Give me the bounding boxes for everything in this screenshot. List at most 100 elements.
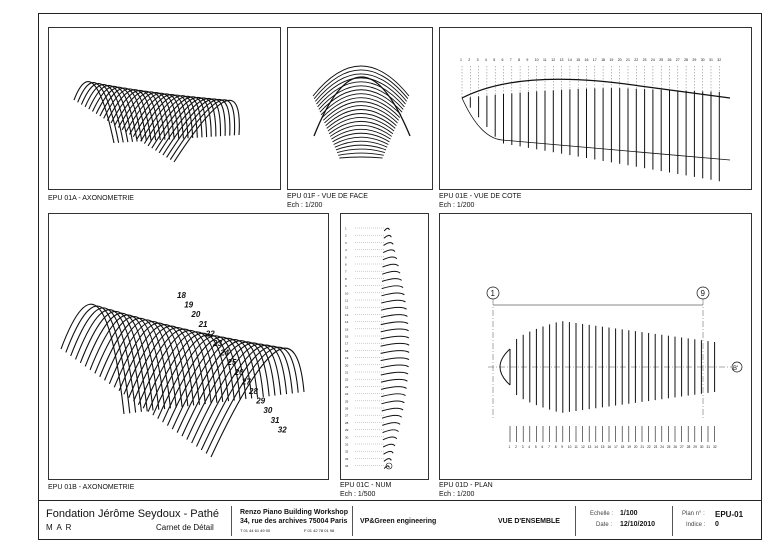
phase-label: Carnet de Détail <box>156 523 214 532</box>
shell-rib <box>314 73 408 102</box>
shell-profile <box>461 78 731 99</box>
shell-rib <box>339 156 383 159</box>
engineer-name: VP&Green engineering <box>360 518 437 525</box>
rib-number-label: 28 <box>345 421 349 425</box>
shell-rib <box>80 83 124 143</box>
rib-label: 24 <box>219 349 229 358</box>
shell-rib <box>173 99 240 163</box>
rib-number-label: 12 <box>581 445 585 449</box>
architect-fax: F 01 42 78 01 98 <box>304 528 335 533</box>
rib-label: 18 <box>177 291 186 300</box>
divider <box>352 506 353 536</box>
rib-section <box>383 465 390 469</box>
drawing-sheet <box>38 13 762 540</box>
rib-number-label: 22 <box>647 445 651 449</box>
title-block: Fondation Jérôme Seydoux - Pathé M A R C… <box>38 500 762 540</box>
shell-rib <box>151 96 212 149</box>
rib-number-label: 16 <box>585 58 589 62</box>
rib-section <box>380 321 409 326</box>
shell-rib <box>77 82 120 143</box>
rib-number-label: 28 <box>687 445 691 449</box>
shell-rib <box>99 317 171 409</box>
rib-number-label: 6 <box>345 263 347 267</box>
shell-rib <box>84 84 129 143</box>
rib-number-label: 29 <box>345 428 349 432</box>
shell-rib <box>166 337 253 426</box>
rib-label: 28 <box>248 387 258 396</box>
front-view <box>312 65 411 159</box>
grid-label-side: B' <box>733 366 738 372</box>
rib-section <box>381 292 405 297</box>
rib-number-label: 17 <box>593 58 597 62</box>
rib-label: 27 <box>241 377 251 386</box>
rib-section <box>382 256 398 261</box>
shell-rib <box>162 98 226 156</box>
divider <box>672 506 673 536</box>
rib-number-label: 13 <box>588 445 592 449</box>
plan-number: EPU-01 <box>715 510 744 519</box>
shell-rib <box>60 303 125 415</box>
rib-number-label: 8 <box>555 445 557 449</box>
shell-rib <box>325 109 397 126</box>
panel-f-title: EPU 01F - VUE DE FACE <box>287 193 368 200</box>
shell-rib <box>147 332 230 412</box>
rib-number-label: 31 <box>707 445 711 449</box>
date-value: 12/10/2010 <box>620 521 656 528</box>
shell-rib <box>323 101 399 121</box>
rib-number-label: 8 <box>518 58 520 62</box>
rib-number-label: 6 <box>502 58 504 62</box>
rib-section <box>383 227 390 232</box>
rib-number-label: 18 <box>345 349 349 353</box>
shell-rib <box>334 140 388 148</box>
shell-rib <box>332 132 390 143</box>
shell-rib <box>125 92 180 139</box>
rib-number-label: 1 <box>460 58 462 62</box>
rib-number-label: 30 <box>700 445 704 449</box>
rib-section <box>382 443 396 448</box>
rib-number-label: 18 <box>601 58 605 62</box>
rib-section <box>383 450 394 455</box>
rib-number-label: 11 <box>575 445 579 449</box>
shell-rib <box>108 321 183 407</box>
rib-number-label: 32 <box>717 58 721 62</box>
shell-rib <box>312 65 410 97</box>
shell-rib <box>181 341 270 437</box>
panel-f-scale: Ech : 1/200 <box>287 202 323 209</box>
plan-label: Plan n° : <box>682 511 705 517</box>
rib-number-label: 3 <box>345 241 347 245</box>
grid-label-start: 1 <box>491 289 496 298</box>
rib-section <box>380 364 409 369</box>
shell-rib <box>143 95 203 144</box>
rib-number-label: 3 <box>477 58 479 62</box>
rib-section <box>380 342 410 347</box>
rib-number-label: 7 <box>345 270 347 274</box>
rib-label: 30 <box>263 406 272 415</box>
shell-rib <box>70 307 137 413</box>
sheet-title: VUE D'ENSEMBLE <box>498 518 560 525</box>
rib-number-label: 17 <box>345 342 349 346</box>
grid-label-end: 9 <box>701 289 706 298</box>
rib-number-label: 30 <box>345 435 349 439</box>
rib-number-label: 34 <box>345 464 349 468</box>
shell-rib <box>335 144 387 151</box>
shell-rib <box>336 148 386 154</box>
index-value: 0 <box>715 521 719 528</box>
shell-rib <box>324 105 398 124</box>
rib-section <box>381 414 402 419</box>
rib-label: 23 <box>212 339 222 348</box>
rib-numbering-view: 1234567891011121314151617181920212223242… <box>345 227 410 470</box>
divider <box>231 506 232 536</box>
shell-rib <box>121 92 175 140</box>
shell-rib <box>136 94 194 140</box>
shell-rib <box>329 125 393 137</box>
panel-e-scale: Ech : 1/200 <box>439 202 475 209</box>
rib-number-label: 5 <box>345 255 347 259</box>
rib-number-label: 27 <box>680 445 684 449</box>
rib-number-label: 5 <box>493 58 495 62</box>
shell-rib <box>157 335 241 419</box>
rib-number-label: 11 <box>345 299 348 303</box>
rib-number-label: 32 <box>345 450 349 454</box>
shell-rib <box>140 95 198 142</box>
